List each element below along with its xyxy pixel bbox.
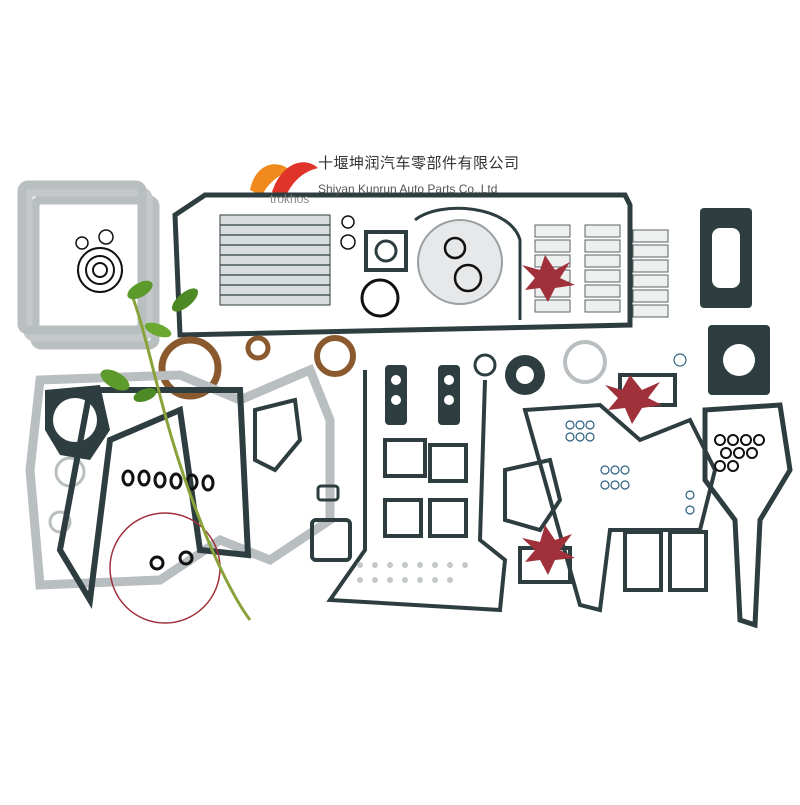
decorative-leaves [522, 255, 662, 575]
o-ring-clusters [565, 353, 695, 515]
center-gaskets [326, 365, 508, 613]
company-logo [250, 162, 318, 198]
o-ring-row [121, 469, 215, 492]
company-name-english: Shiyan Kunrun Auto Parts Co.,Ltd [318, 182, 498, 196]
company-name-chinese: 十堰坤润汽车零部件有限公司 [318, 154, 520, 172]
misc-small-gaskets [253, 397, 352, 562]
oil-pan-gasket-stack [17, 180, 160, 350]
side-cover-gaskets [700, 208, 770, 395]
decorative-plant [100, 280, 252, 621]
gear-cover-gasket [702, 402, 793, 629]
brand-name: trokhos [270, 192, 310, 206]
crankshaft-seals [158, 335, 356, 400]
rocker-cover-gasket [172, 192, 669, 338]
oil-cooler-gasket [45, 385, 252, 609]
valve-gasket-strips [219, 214, 331, 306]
right-center-gaskets [473, 340, 718, 613]
